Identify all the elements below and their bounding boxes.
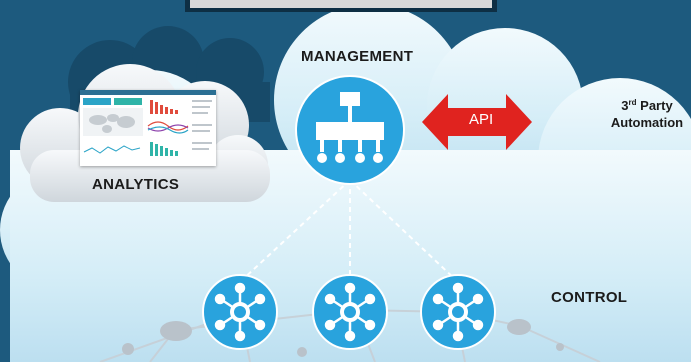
top-tab-inner [190,0,492,8]
analytics-label: ANALYTICS [92,176,180,193]
api-label: API [469,111,494,128]
third-party-ordinal: 3 [621,98,629,113]
control-node-1 [202,274,278,350]
network-node-icon [432,282,484,342]
network-node-icon [324,282,376,342]
control-node-3 [420,274,496,350]
third-party-automation-label: 3rd Party Automation [577,94,691,131]
hierarchy-icon [316,92,384,163]
management-label: MANAGEMENT [301,48,414,65]
management-node [295,75,405,185]
control-label: CONTROL [551,289,628,306]
network-dots [122,319,564,357]
automation-word: Automation [610,115,684,130]
connector-lines [239,179,459,283]
third-party-word: Party [640,98,673,113]
third-party-sup: rd [628,98,637,107]
network-node-icon [214,282,266,342]
analytics-dashboard-thumbnail [80,90,216,166]
control-node-2 [312,274,388,350]
api-arrow [422,94,532,150]
